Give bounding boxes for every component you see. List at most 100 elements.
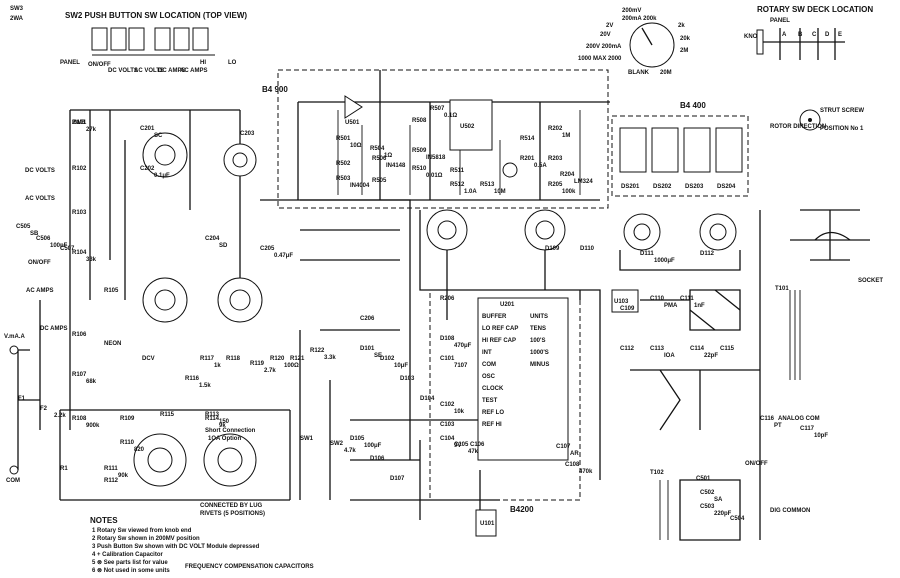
refdes-label: R513 — [480, 182, 495, 188]
refdes-label: R508 — [412, 118, 427, 124]
refdes-label: C203 — [240, 131, 255, 137]
value-label: 1.0A — [464, 189, 477, 195]
refdes-label: R115 — [160, 412, 175, 418]
refdes-label: C505 — [16, 224, 31, 230]
refdes-label: R206 — [440, 296, 455, 302]
rotary-panel: PANEL — [770, 18, 790, 24]
u201-f11: UNITS — [530, 314, 548, 320]
dial-200ma: 200mA 200k — [622, 16, 657, 22]
refdes-label: R110 — [120, 440, 135, 446]
refdes-label: R103 — [72, 210, 87, 216]
refdes-label: C502 — [700, 490, 715, 496]
dc-volts-label: DC VOLTS — [25, 168, 55, 174]
sw2-panel-label: PANEL — [60, 60, 80, 66]
refdes-label: C116 — [760, 416, 775, 422]
value-label: 0.01Ω — [426, 173, 443, 179]
refdes-label: C108 — [565, 462, 580, 468]
u201-label: U201 — [500, 302, 515, 308]
u201-f9: REF LO — [482, 410, 504, 416]
refdes-label: C202 — [140, 166, 155, 172]
note-6: 6 ⊗ Not used in some units — [92, 568, 170, 574]
value-label: 1.5k — [199, 383, 211, 389]
refdes-label: D112 — [700, 251, 715, 257]
value-label: 100μF — [364, 443, 382, 449]
refdes-label: R1 — [60, 466, 68, 472]
t101-label: T101 — [775, 286, 789, 292]
refdes-label: R111 — [104, 466, 118, 472]
u201-f10: REF HI — [482, 422, 502, 428]
dial-2m: 2M — [680, 48, 688, 54]
sw2-location: SW2 PUSH BUTTON SW LOCATION (TOP VIEW) P… — [60, 11, 247, 74]
rotary-title: ROTARY SW DECK LOCATION — [757, 5, 873, 14]
u201-f3: HI REF CAP — [482, 338, 516, 344]
freq-comp-caps: FREQUENCY COMPENSATION CAPACITORS — [185, 564, 314, 570]
refdes-label: R506 — [372, 156, 387, 162]
value-label: 0.5A — [534, 163, 547, 169]
refdes-label: R201 — [520, 156, 535, 162]
refdes-label: R507 — [430, 106, 445, 112]
refdes-label: SW2 — [330, 441, 344, 447]
notes: NOTES 1 Rotary Sw viewed from knob end 2… — [90, 516, 314, 574]
refdes-label: R205 — [548, 182, 563, 188]
value-label: 22pF — [704, 353, 718, 359]
sw2-key-lo: LO — [228, 60, 237, 66]
refdes-label: D103 — [400, 376, 415, 382]
refdes-label: D108 — [440, 336, 455, 342]
refdes-label: R118 — [226, 356, 241, 362]
refdes-label: 2WA — [10, 16, 24, 22]
value-label: 10μF — [394, 363, 408, 369]
position-no1: POSITION No 1 — [820, 126, 864, 132]
refdes-label: R102 — [72, 166, 87, 172]
refdes-label: R105 — [104, 288, 119, 294]
value-label: IN4004 — [350, 183, 370, 189]
b4900-module: B4 900 U501 U502 — [262, 69, 610, 209]
value-label: 1Ω — [384, 153, 392, 159]
value-label: 220pF — [714, 511, 732, 517]
sw2-key-dcamps: DC AMPS — [158, 68, 185, 74]
refdes-label: R104 — [72, 250, 87, 256]
note-4: 4 + Calibration Capacitor — [92, 552, 164, 558]
u201-f1: BUFFER — [482, 314, 507, 320]
refdes-label: D111 — [640, 251, 654, 257]
value-label: 9k — [219, 423, 226, 429]
value-label: 470μF — [454, 343, 472, 349]
value-label: 1M — [562, 133, 570, 139]
refdes-label: C114 — [690, 346, 705, 352]
value-label: 33k — [86, 257, 97, 263]
refdes-label: R502 — [336, 161, 351, 167]
input-network: DC VOLTS AC VOLTS ON/OFF AC AMPS DC AMPS… — [4, 109, 291, 501]
dcv-label: DCV — [142, 356, 155, 362]
refdes-label: D102 — [380, 356, 395, 362]
value-label: 10Ω — [350, 143, 362, 149]
refdes-label: C109 — [620, 306, 635, 312]
t102-label: T102 — [650, 470, 664, 476]
refdes-label: R108 — [72, 416, 87, 422]
short-connection: Short Connection — [205, 428, 256, 434]
refdes-label: R112 — [104, 478, 119, 484]
refdes-label: R106 — [72, 332, 87, 338]
refdes-label: R202 — [548, 126, 563, 132]
refdes-label: D107 — [390, 476, 405, 482]
refdes-label: C117 — [800, 426, 815, 432]
refdes-label: R122 — [310, 348, 325, 354]
value-label: 100k — [562, 189, 576, 195]
refdes-label: C204 — [205, 236, 220, 242]
vmaa-terminal — [9, 345, 19, 355]
value-label: 10pF — [814, 433, 828, 439]
u201-f12: TENS — [530, 326, 546, 332]
refdes-label: R119 — [250, 361, 265, 367]
refdes-label: R514 — [520, 136, 535, 142]
deck-e: E — [838, 32, 842, 38]
refdes-label: R114 — [205, 416, 220, 422]
refdes-label: C106 — [470, 442, 485, 448]
value-label: SE — [374, 353, 382, 359]
b4200-label: B4200 — [510, 505, 534, 514]
value-label: 470k — [579, 469, 593, 475]
u201-chip: B4200 U201 BUFFER LO REF CAP HI REF CAP … — [429, 289, 581, 514]
refdes-label: R203 — [548, 156, 563, 162]
onoff-label: ON/OFF — [28, 260, 51, 266]
dial-20k: 20k — [680, 36, 691, 42]
